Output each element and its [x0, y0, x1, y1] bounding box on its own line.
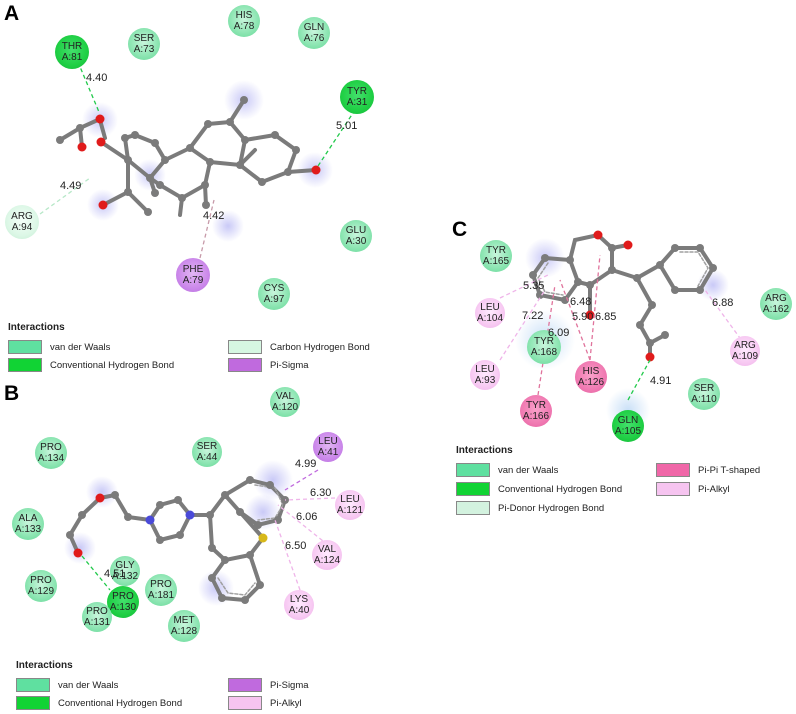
legend-item-c: Pi-Donor Hydrogen Bond [456, 501, 604, 515]
distance-label: 6.09 [548, 327, 570, 339]
legend-item-c: Conventional Hydrogen Bond [456, 482, 622, 496]
legend-item-a: Conventional Hydrogen Bond [8, 358, 174, 372]
legend-item-b: Pi-Sigma [228, 678, 309, 692]
distance-label: 4.40 [86, 72, 108, 84]
legend-item-c: Pi-Pi T-shaped [656, 463, 760, 477]
legend-title-a: Interactions [8, 322, 65, 333]
ligand-b [64, 460, 293, 606]
distance-label: 4.51 [104, 568, 126, 580]
legend-item-a: Pi-Sigma [228, 358, 309, 372]
distance-label: 4.49 [60, 180, 82, 192]
distance-label: 6.48 [570, 296, 592, 308]
distance-label: 6.88 [712, 297, 734, 309]
interactions-a [39, 61, 356, 259]
distance-label: 6.50 [285, 540, 307, 552]
panel-label-a: A [4, 2, 20, 25]
legend-title-b: Interactions [16, 660, 73, 671]
panel-label-b: B [4, 382, 20, 405]
legend-item-b: van der Waals [16, 678, 118, 692]
legend-item-a: Carbon Hydrogen Bond [228, 340, 370, 354]
legend-item-c: van der Waals [456, 463, 558, 477]
legend-item-c: Pi-Alkyl [656, 482, 730, 496]
ligand-a [56, 80, 333, 242]
legend-item-b: Conventional Hydrogen Bond [16, 696, 182, 710]
distance-label: 5.01 [336, 120, 358, 132]
distance-label: 6.30 [310, 487, 332, 499]
distance-label: 4.91 [650, 375, 672, 387]
distance-label: 5.90 [572, 311, 594, 323]
legend-item-a: van der Waals [8, 340, 110, 354]
distance-label: 7.22 [522, 310, 544, 322]
distance-label: 4.99 [295, 458, 317, 470]
panel-label-c: C [452, 218, 468, 241]
interactions-c [499, 254, 746, 401]
interactions-b [81, 469, 336, 591]
distance-label: 6.06 [296, 511, 318, 523]
distance-label: 5.35 [523, 280, 545, 292]
legend-title-c: Interactions [456, 445, 513, 456]
legend-item-b: Pi-Alkyl [228, 696, 302, 710]
distance-label: 6.85 [595, 311, 617, 323]
distance-label: 4.42 [203, 210, 225, 222]
